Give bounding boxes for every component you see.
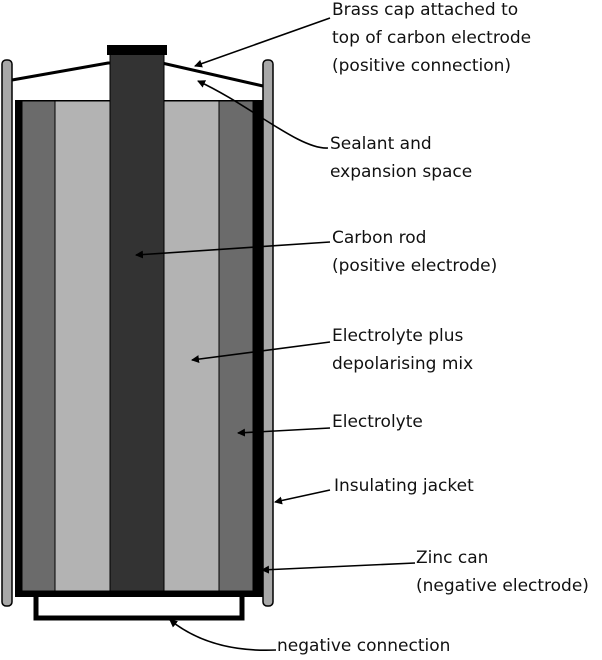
label-sealant: Sealant and expansion space bbox=[330, 134, 473, 182]
pointer-electrolyte bbox=[237, 427, 331, 437]
label-insulating-jacket: Insulating jacket bbox=[334, 476, 474, 496]
insulating-jacket-left bbox=[1, 59, 13, 607]
label-carbon-rod: Carbon rod (positive electrode) bbox=[332, 228, 498, 276]
brass-cap bbox=[107, 45, 167, 55]
label-negative-connection: negative connection bbox=[277, 636, 451, 656]
pointer-insulating-jacket bbox=[274, 489, 331, 505]
electrolyte-left bbox=[21, 100, 56, 592]
pointer-negative-connection bbox=[169, 619, 277, 652]
depolarising-mix-right bbox=[163, 100, 220, 592]
negative-connection-plate bbox=[33, 597, 245, 621]
pointer-zinc-can bbox=[261, 562, 416, 574]
label-electrolyte-mix: Electrolyte plus depolarising mix bbox=[332, 326, 474, 374]
depolarising-mix-left bbox=[54, 100, 111, 592]
pointer-sealant bbox=[197, 80, 329, 149]
pointer-electrolyte-mix bbox=[191, 341, 331, 364]
pointer-brass-cap bbox=[194, 17, 331, 68]
carbon-rod bbox=[109, 51, 165, 592]
electrolyte-right bbox=[218, 100, 254, 592]
label-electrolyte: Electrolyte bbox=[332, 412, 423, 432]
pointer-carbon-rod bbox=[135, 241, 331, 259]
label-brass-cap: Brass cap attached to top of carbon elec… bbox=[332, 0, 532, 76]
insulating-jacket-right bbox=[262, 59, 274, 607]
label-zinc-can: Zinc can (negative electrode) bbox=[416, 548, 589, 596]
